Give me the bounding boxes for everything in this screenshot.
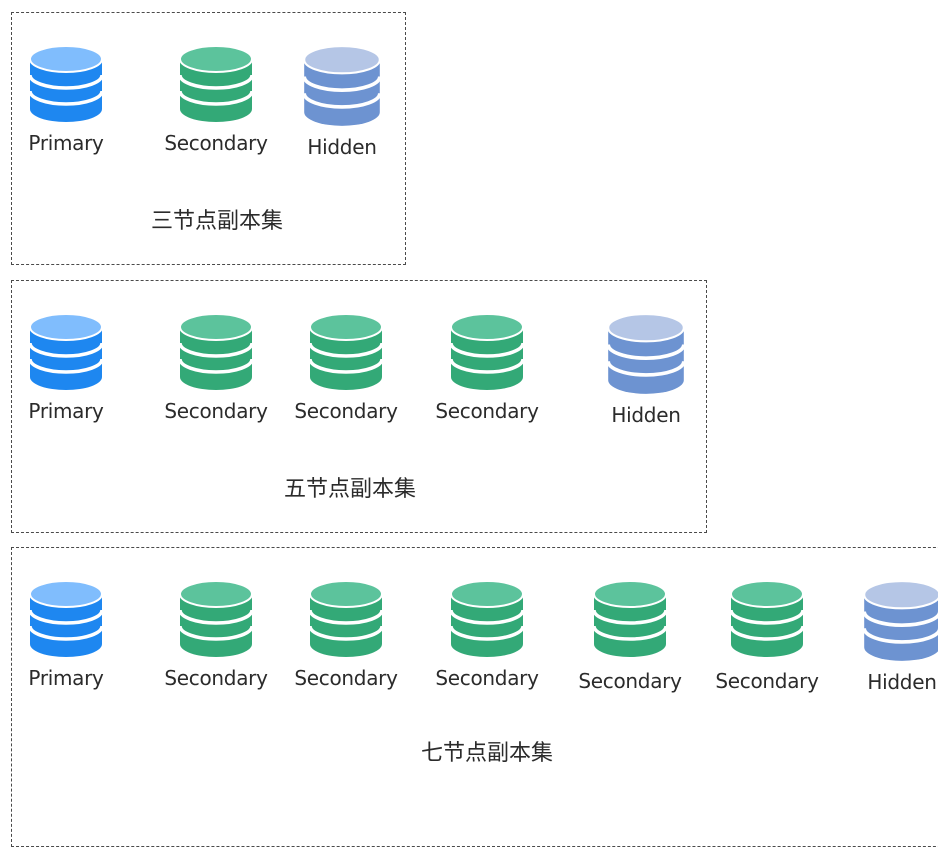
replica-node-secondary: Secondary <box>707 580 827 693</box>
database-icon <box>178 313 254 390</box>
node-label: Secondary <box>715 669 819 693</box>
node-label: Secondary <box>294 666 398 690</box>
node-label: Secondary <box>294 399 398 423</box>
database-icon <box>449 313 525 390</box>
replica-node-secondary: Secondary <box>156 313 276 423</box>
replica-node-primary: Primary <box>6 580 126 690</box>
database-icon <box>28 313 104 390</box>
node-label: Secondary <box>435 399 539 423</box>
database-icon <box>729 580 805 657</box>
node-label: Secondary <box>164 131 268 155</box>
replica-node-primary: Primary <box>6 45 126 155</box>
replica-set-five-node: Primary Secondary Secondary Secondary Hi… <box>11 280 707 533</box>
node-label: Primary <box>28 131 104 155</box>
node-label: Secondary <box>435 666 539 690</box>
replica-node-secondary: Secondary <box>427 580 547 690</box>
replica-node-secondary: Secondary <box>156 580 276 690</box>
database-icon <box>178 580 254 657</box>
database-icon <box>308 580 384 657</box>
replica-node-secondary: Secondary <box>286 580 406 690</box>
database-icon <box>28 580 104 657</box>
node-label: Hidden <box>611 403 681 427</box>
database-icon <box>28 45 104 122</box>
database-icon <box>862 580 938 661</box>
replica-set-three-node: Primary Secondary Hidden 三节点副本集 <box>11 12 406 265</box>
database-icon <box>178 45 254 122</box>
replica-node-secondary: Secondary <box>570 580 690 693</box>
replica-node-hidden: Hidden <box>842 580 938 694</box>
replica-set-caption: 三节点副本集 <box>150 209 284 234</box>
node-label: Secondary <box>164 666 268 690</box>
database-icon <box>592 580 668 657</box>
node-label: Hidden <box>307 135 377 159</box>
database-icon <box>606 313 686 394</box>
node-label: Primary <box>28 399 104 423</box>
replica-set-caption: 五节点副本集 <box>283 477 417 502</box>
replica-set-caption: 七节点副本集 <box>420 741 554 766</box>
node-label: Secondary <box>164 399 268 423</box>
node-label: Secondary <box>578 669 682 693</box>
replica-node-hidden: Hidden <box>282 45 402 159</box>
node-label: Primary <box>28 666 104 690</box>
database-icon <box>302 45 382 126</box>
node-label: Hidden <box>867 670 937 694</box>
replica-node-hidden: Hidden <box>586 313 706 427</box>
replica-node-primary: Primary <box>6 313 126 423</box>
database-icon <box>308 313 384 390</box>
database-icon <box>449 580 525 657</box>
replica-node-secondary: Secondary <box>286 313 406 423</box>
replica-node-secondary: Secondary <box>156 45 276 155</box>
replica-set-seven-node: Primary Secondary Secondary Secondary Se… <box>11 547 938 847</box>
replica-node-secondary: Secondary <box>427 313 547 423</box>
